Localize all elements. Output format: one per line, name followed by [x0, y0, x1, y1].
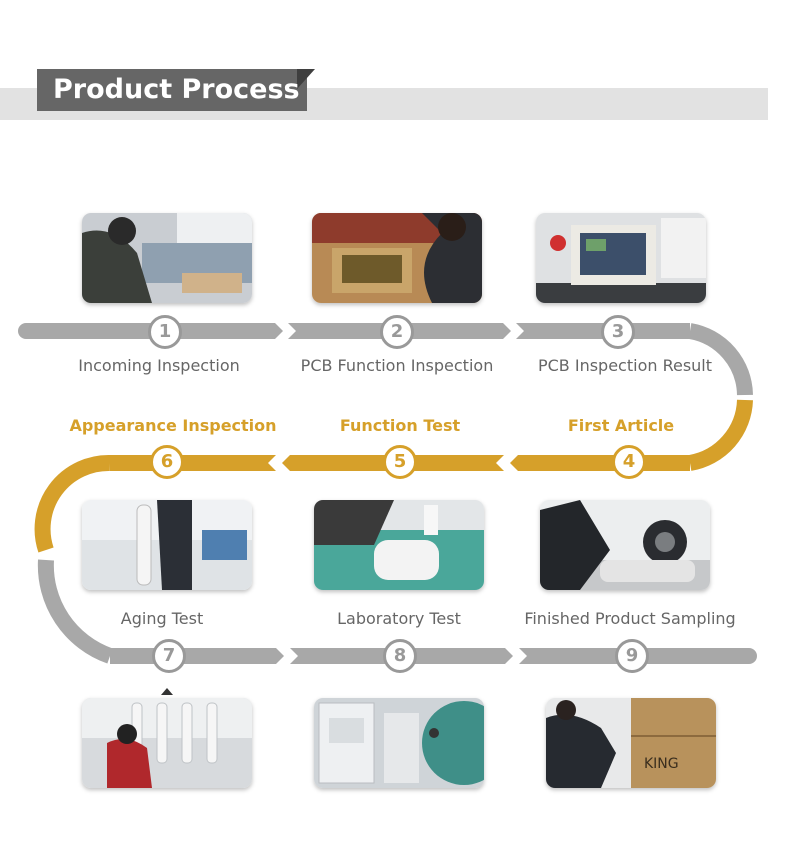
page-title: Product Process	[53, 74, 300, 105]
step-label-7: Aging Test	[120, 609, 204, 628]
photo-appearance-inspection	[82, 500, 252, 590]
step-number-3: 3	[601, 315, 635, 349]
step-label-2: PCB Function Inspection	[300, 356, 494, 375]
step-label-1: Incoming Inspection	[78, 356, 240, 375]
photo-pcb-inspection-result	[536, 213, 706, 303]
photo-finished-product-sampling: KING	[546, 698, 716, 788]
step-label-4: First Article	[567, 416, 675, 435]
step-label-6: Appearance Inspection	[69, 416, 277, 435]
photo-function-test	[314, 500, 484, 590]
track-curve-left-grey	[37, 559, 113, 664]
photo-incoming-inspection	[82, 213, 252, 303]
step-label-5: Function Test	[339, 416, 461, 435]
step-label-8: Laboratory Test	[337, 609, 461, 628]
track-arrow-7	[110, 648, 284, 664]
step-number-4: 4	[612, 445, 646, 479]
photo-first-article	[540, 500, 710, 590]
step-number-2: 2	[380, 315, 414, 349]
header-tab	[37, 69, 307, 111]
box-brand-text: KING	[644, 756, 679, 772]
track-arrow-6	[110, 455, 276, 471]
track-curve-right-gold	[688, 399, 753, 471]
step-number-8: 8	[383, 639, 417, 673]
step-number-6: 6	[150, 445, 184, 479]
photo-laboratory-test	[314, 698, 484, 788]
step-label-3: PCB Inspection Result	[537, 356, 713, 375]
track-arrow-4	[510, 455, 690, 471]
track-curve-left-gold	[34, 454, 111, 553]
photo-pcb-function-inspection	[312, 213, 482, 303]
photo-aging-test	[82, 698, 252, 788]
step-number-7: 7	[152, 639, 186, 673]
step-number-1: 1	[148, 315, 182, 349]
step-number-9: 9	[615, 639, 649, 673]
header-tab-fold	[297, 69, 315, 89]
step-label-9: Finished Product Sampling	[524, 609, 736, 628]
step-number-5: 5	[383, 445, 417, 479]
track-curve-right-grey	[688, 323, 753, 396]
